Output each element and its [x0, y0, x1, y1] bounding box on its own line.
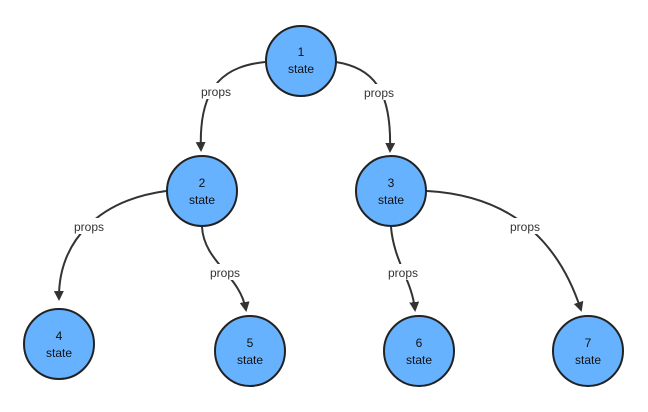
node-1: 1 state — [265, 25, 337, 97]
edge-1-3: props — [335, 61, 401, 153]
edge-line — [426, 190, 584, 312]
node-label: state — [288, 62, 314, 76]
node-2: 2 state — [166, 155, 238, 227]
edge-label: props — [201, 85, 231, 99]
edge-3-6: props — [381, 226, 425, 312]
node-id: 3 — [388, 176, 395, 190]
node-3: 3 state — [355, 155, 427, 227]
node-label: state — [575, 353, 601, 367]
node-4: 4 state — [23, 308, 95, 380]
node-id: 2 — [199, 176, 206, 190]
edge-label: props — [510, 220, 540, 234]
edge-label: props — [74, 220, 104, 234]
node-label: state — [378, 193, 404, 207]
node-id: 1 — [298, 45, 305, 59]
edge-3-7: props — [426, 190, 584, 312]
node-7: 7 state — [552, 315, 624, 387]
node-id: 7 — [585, 336, 592, 350]
node-label: state — [237, 353, 263, 367]
edge-2-5: props — [201, 226, 250, 312]
edge-label: props — [388, 266, 418, 280]
edge-line — [53, 190, 167, 301]
node-id: 4 — [56, 329, 63, 343]
node-label: state — [406, 353, 432, 367]
edge-label: props — [210, 266, 240, 280]
edge-line — [195, 61, 266, 152]
edge-2-4: props — [53, 190, 167, 301]
edge-1-2: props — [194, 61, 266, 152]
edge-label: props — [364, 86, 394, 100]
edge-line — [335, 61, 396, 153]
node-6: 6 state — [383, 315, 455, 387]
node-5: 5 state — [214, 315, 286, 387]
node-id: 6 — [416, 336, 423, 350]
node-id: 5 — [247, 336, 254, 350]
node-label: state — [46, 346, 72, 360]
node-label: state — [189, 193, 215, 207]
